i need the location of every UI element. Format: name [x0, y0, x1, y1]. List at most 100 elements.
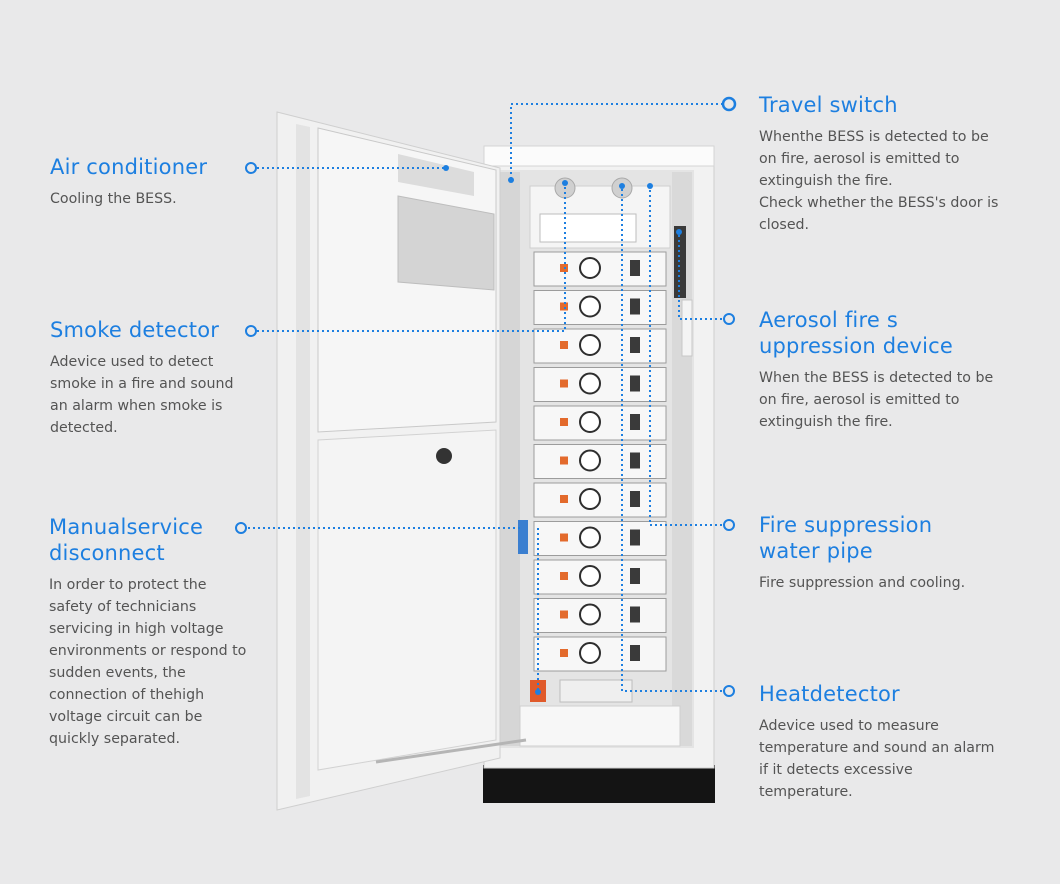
- callout-description: In order to protect the safety of techni…: [49, 574, 246, 750]
- fan-icon: [579, 642, 601, 664]
- desc-line: temperature and sound an alarm: [759, 740, 995, 756]
- desc-line: extinguish the fire.: [759, 173, 893, 189]
- marker-aerosol: [723, 313, 735, 325]
- status-led: [560, 495, 568, 503]
- title-line: water pipe: [759, 539, 873, 563]
- fan-icon: [579, 603, 601, 626]
- fan-icon: [579, 488, 601, 510]
- marker-air-conditioner: [245, 162, 257, 174]
- status-led: [560, 456, 568, 465]
- callout-description: When the BESS is detected to be on fire,…: [759, 367, 993, 433]
- fan-icon: [579, 372, 601, 395]
- callout-title: Aerosol fire s uppression device: [759, 307, 993, 359]
- desc-line: When the BESS is detected to be: [759, 370, 994, 386]
- module-port: [630, 606, 640, 623]
- callout-targets: [443, 165, 682, 695]
- callout-description: Adevice used to detect smoke in a fire a…: [50, 351, 233, 439]
- cabinet-base: [483, 765, 715, 803]
- leader-water-pipe: [649, 186, 722, 526]
- status-led: [560, 341, 568, 349]
- desc-line: environments or respond to: [49, 643, 247, 659]
- module-port: [630, 260, 640, 276]
- title-line: Fire suppression: [759, 513, 933, 537]
- battery-module: [533, 482, 667, 518]
- callout-description: Fire suppression and cooling.: [759, 572, 965, 594]
- battery-module: [533, 636, 667, 672]
- status-led: [560, 418, 568, 426]
- door-stay-rod: [375, 738, 527, 764]
- fan-icon: [579, 295, 601, 318]
- target-air-conditioner: [443, 165, 449, 171]
- fan-icon: [579, 334, 601, 356]
- target-smoke-detector: [562, 180, 568, 186]
- module-port: [630, 491, 640, 507]
- marker-travel-switch: [721, 96, 737, 112]
- desc-line: closed.: [759, 217, 810, 233]
- battery-module-stack: [533, 251, 667, 672]
- leader-aerosol: [678, 232, 722, 320]
- module-port: [630, 375, 640, 392]
- desc-line: servicing in high voltage: [49, 621, 224, 637]
- leader-travel-switch: [510, 103, 723, 180]
- bottom-equipment: [519, 705, 681, 747]
- fan-icon: [579, 526, 601, 549]
- desc-line: extinguish the fire.: [759, 414, 893, 430]
- leader-smoke-detector: [257, 183, 566, 332]
- desc-line: quickly separated.: [49, 731, 180, 747]
- callout-title: Air conditioner: [50, 155, 208, 179]
- marker-heat-detector: [723, 685, 735, 697]
- fan-icon: [579, 411, 601, 433]
- title-line: uppression device: [759, 334, 953, 358]
- target-aerosol: [676, 229, 682, 235]
- interior-left-wall: [500, 172, 520, 746]
- aerosol-hinge: [681, 299, 693, 357]
- status-led: [560, 379, 568, 388]
- status-led: [560, 649, 568, 657]
- desc-line: an alarm when smoke is: [50, 398, 223, 414]
- callout-travel-switch: Travel switch Whenthe BESS is detected t…: [759, 92, 998, 236]
- marker-water-pipe: [723, 519, 735, 531]
- status-led: [560, 533, 568, 542]
- callout-manual-service-disconnect: Manualservice disconnect In order to pro…: [49, 514, 246, 750]
- callout-smoke-detector: Smoke detector Adevice used to detect sm…: [50, 317, 233, 439]
- door-lock: [436, 448, 452, 464]
- status-led: [560, 610, 568, 619]
- desc-line: temperature.: [759, 784, 853, 800]
- fan-icon: [579, 449, 601, 472]
- callout-title: Travel switch: [759, 93, 898, 117]
- status-led: [560, 302, 568, 311]
- callout-title: Manualservice disconnect: [49, 514, 246, 566]
- callout-description: Adevice used to measure temperature and …: [759, 715, 994, 803]
- desc-line: Fire suppression and cooling.: [759, 575, 966, 591]
- callout-heat-detector: Heatdetector Adevice used to measure tem…: [759, 681, 994, 803]
- desc-line: Adevice used to detect: [50, 354, 214, 370]
- module-port: [630, 529, 640, 546]
- callout-title: Fire suppression water pipe: [759, 512, 965, 564]
- target-heat-detector: [619, 183, 625, 189]
- battery-module: [533, 405, 667, 441]
- desc-line: Cooling the BESS.: [50, 191, 177, 207]
- battery-module: [533, 559, 667, 595]
- callout-aerosol-device: Aerosol fire s uppression device When th…: [759, 307, 993, 433]
- target-water-pipe: [647, 183, 653, 189]
- module-port: [630, 645, 640, 661]
- module-port: [630, 337, 640, 353]
- callout-air-conditioner: Air conditioner Cooling the BESS.: [50, 154, 207, 210]
- callout-leaders: [248, 103, 723, 692]
- desc-line: on fire, aerosol is emitted to: [759, 392, 960, 408]
- battery-module: [533, 598, 667, 633]
- module-port: [630, 298, 640, 315]
- module-port: [630, 568, 640, 584]
- fan-icon: [579, 565, 601, 587]
- desc-line: Adevice used to measure: [759, 718, 939, 734]
- callout-markers: [235, 96, 737, 697]
- callout-title: Smoke detector: [50, 318, 220, 342]
- leader-heat-detector: [621, 186, 722, 692]
- desc-line: Check whether the BESS's door is: [759, 195, 999, 211]
- desc-line: sudden events, the: [49, 665, 186, 681]
- status-led: [560, 572, 568, 580]
- door-lower-panel: [317, 429, 497, 771]
- desc-line: voltage circuit can be: [49, 709, 203, 725]
- battery-module: [533, 251, 667, 287]
- desc-line: connection of thehigh: [49, 687, 205, 703]
